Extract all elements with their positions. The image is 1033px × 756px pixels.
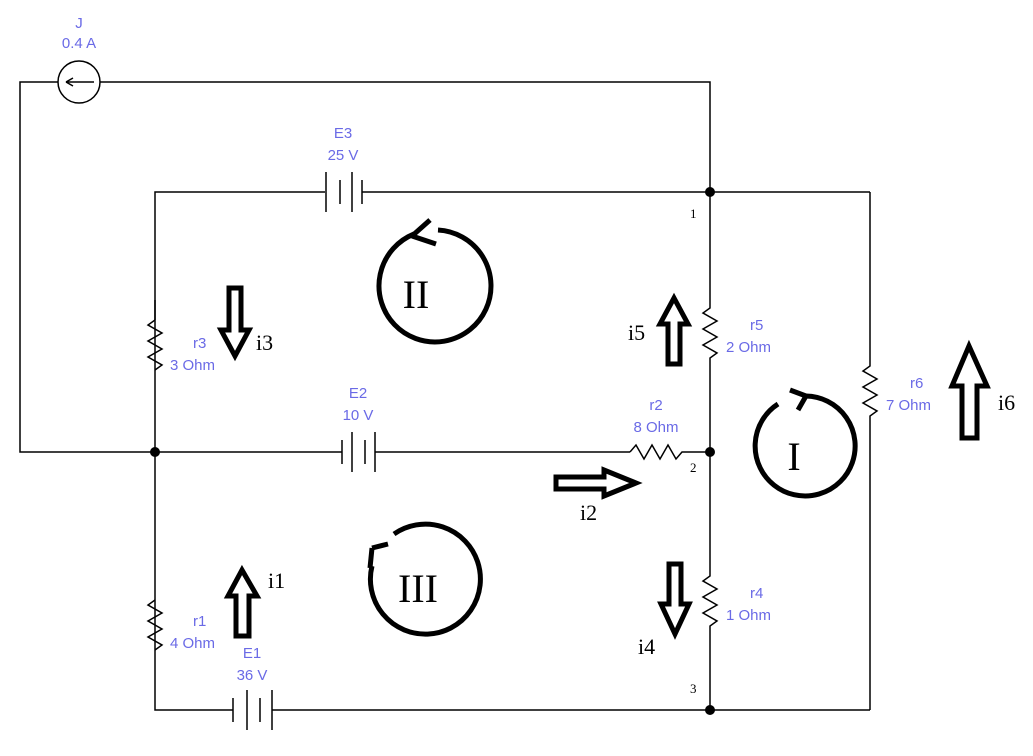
battery-e3 [325,172,363,212]
junction-node3 [705,705,715,715]
loop-label-i: I [787,434,800,479]
label-i2: i2 [580,500,597,525]
resistor-r2 [629,443,688,461]
arrow-i4-down-icon [657,561,693,640]
resistor-r4 [701,568,719,638]
arrow-i6-up-icon [948,339,991,441]
label-r4-value: 1 Ohm [726,607,771,624]
resistor-r3 [146,300,164,371]
label-r1-name: r1 [193,613,206,630]
label-j-value: 0.4 A [62,35,96,52]
label-i1: i1 [268,568,285,593]
wire-e1-left [154,452,233,711]
label-e3-name: E3 [334,125,352,142]
battery-e2 [341,432,376,472]
label-r1-value: 4 Ohm [170,635,215,652]
junction-left [150,447,160,457]
loop-i-arrow-icon [752,387,858,499]
loop-label-ii: II [403,272,430,317]
label-r6-value: 7 Ohm [886,397,931,414]
label-e2-value: 10 V [343,407,374,424]
junction-node2 [705,447,715,457]
label-e2-name: E2 [349,385,367,402]
label-e1-name: E1 [243,645,261,662]
loop-ii-arrow-icon [376,218,494,345]
node-label-1: 1 [690,206,697,221]
node-label-3: 3 [690,681,697,696]
arrow-i1-up-icon [223,564,262,639]
label-i3: i3 [256,330,273,355]
label-r5-name: r5 [750,317,763,334]
loop-label-iii: III [398,566,438,611]
resistor-r1 [146,599,164,651]
wire-j-top [100,81,711,192]
arrow-i3-down-icon [216,285,254,362]
label-r4-name: r4 [750,585,763,602]
label-r3-value: 3 Ohm [170,357,215,374]
node-label-2: 2 [690,460,697,475]
junction-node1 [705,187,715,197]
label-r2-value: 8 Ohm [633,419,678,436]
resistor-r5 [701,300,719,370]
label-i4: i4 [638,634,655,659]
resistor-r6 [861,360,879,425]
battery-e1 [232,690,273,730]
wires [19,81,871,711]
arrow-i2-right-icon [553,466,643,500]
wire-e3-left [154,191,325,452]
junctions [150,187,715,715]
label-r6-name: r6 [910,375,923,392]
loop-iii-arrow-icon [367,521,483,637]
label-j-name: J [75,15,83,32]
label-r5-value: 2 Ohm [726,339,771,356]
label-i5: i5 [628,320,645,345]
label-e1-value: 36 V [237,667,268,684]
label-i6: i6 [998,390,1015,415]
label-e3-value: 25 V [328,147,359,164]
arrow-i5-up-icon [655,292,693,367]
wire-j-left [19,81,155,453]
label-r2-name: r2 [649,397,662,414]
current-source-j [57,60,101,104]
label-r3-name: r3 [193,335,206,352]
